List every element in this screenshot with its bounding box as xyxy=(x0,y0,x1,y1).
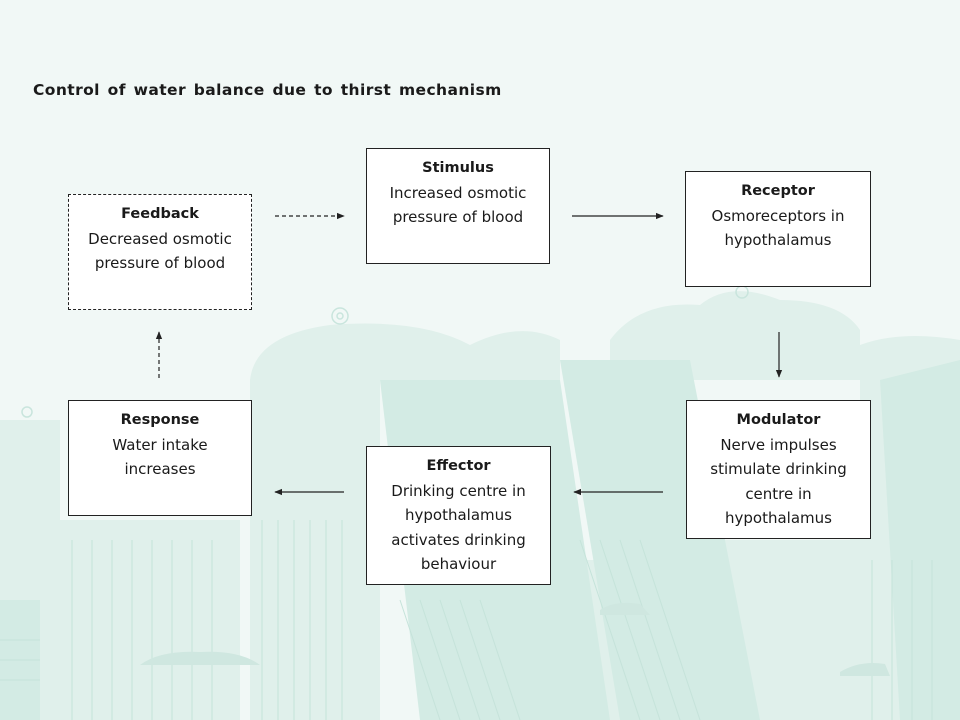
feedback-heading: Feedback xyxy=(121,206,199,222)
modulator-text: Nerve impulses stimulate drinking centre… xyxy=(710,435,847,528)
feedback-box: Feedback Decreased osmotic pressure of b… xyxy=(68,194,252,310)
effector-text: Drinking centre in hypothalamus activate… xyxy=(391,481,526,574)
stimulus-box: Stimulus Increased osmotic pressure of b… xyxy=(366,148,550,264)
effector-box: Effector Drinking centre in hypothalamus… xyxy=(366,446,551,585)
modulator-box: Modulator Nerve impulses stimulate drink… xyxy=(686,400,871,539)
diagram-title: Control of water balance due to thirst m… xyxy=(33,81,502,99)
stimulus-heading: Stimulus xyxy=(422,160,494,176)
response-text: Water intake increases xyxy=(112,435,208,479)
modulator-heading: Modulator xyxy=(736,412,821,428)
receptor-box: Receptor Osmoreceptors in hypothalamus xyxy=(685,171,871,287)
receptor-heading: Receptor xyxy=(741,183,815,199)
response-box: Response Water intake increases xyxy=(68,400,252,516)
feedback-text: Decreased osmotic pressure of blood xyxy=(88,229,232,273)
stimulus-text: Increased osmotic pressure of blood xyxy=(389,183,527,227)
response-heading: Response xyxy=(120,412,200,428)
effector-heading: Effector xyxy=(426,458,491,474)
receptor-text: Osmoreceptors in hypothalamus xyxy=(711,206,845,250)
